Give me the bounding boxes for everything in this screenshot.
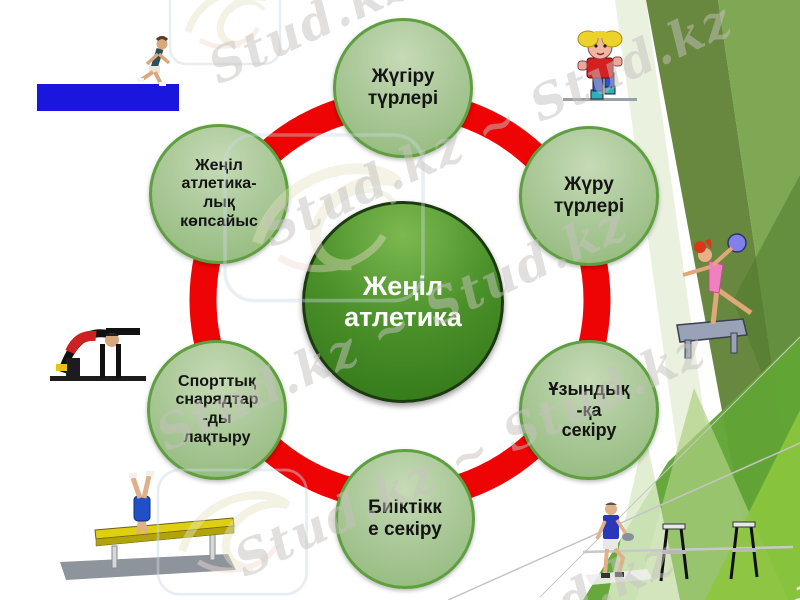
beam-handstand-clipart [60,471,236,580]
crouch-sprinter-clipart [50,328,146,381]
node-label: Жүгіру түрлері [367,65,439,109]
node-center-athletics: Жеңіл атлетика [302,201,504,403]
node-walking-types: Жүру түрлері [519,126,659,266]
node-label: Жеңіл атлетика- лық көпсайыс [180,156,258,230]
node-label: Жүру түрлері [553,173,625,217]
center-label: Жеңіл атлетика [344,270,462,332]
node-long-jump: Ұзындық -қа секіру [519,340,659,480]
node-high-jump: Биіктікк е секіру [335,449,475,589]
node-label: Ұзындық -қа секіру [548,378,630,441]
gymnast-ball-clipart [676,233,753,359]
node-label: Спорттық снарядтар -ды лақтыру [175,372,259,446]
node-label: Биіктікк е секіру [368,496,442,540]
node-throwing: Спорттық снарядтар -ды лақтыру [147,340,287,480]
node-running-types: Жүгіру түрлері [333,18,473,158]
hurdler-clipart [582,502,794,585]
node-combined-events: Жеңіл атлетика- лық көпсайыс [149,124,289,264]
track-runner-clipart [37,36,179,111]
pixel-kid-runner-clipart [563,30,637,101]
